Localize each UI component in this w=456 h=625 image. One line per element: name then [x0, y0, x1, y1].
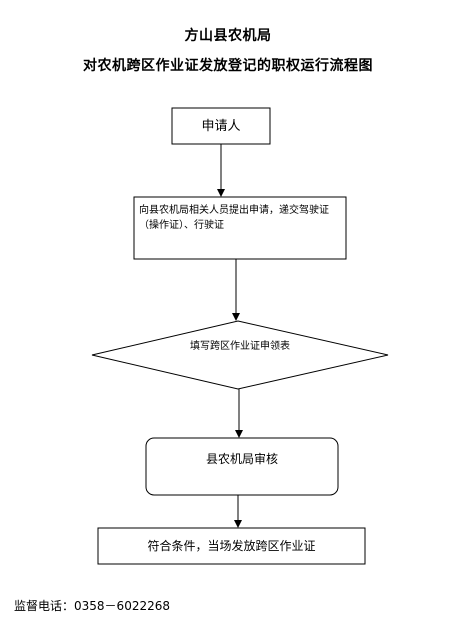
- applicant-box: [171, 107, 271, 145]
- review-label: 县农机局审核: [205, 452, 278, 466]
- submit-label: 向县农机局相关人员提出申请，递交驾驶证（操作证）、行驶证: [139, 205, 329, 231]
- review-box: [145, 437, 339, 496]
- issue-box: [97, 527, 366, 565]
- applicant-label: 申请人: [201, 119, 241, 134]
- page-title: 对农机跨区作业证发放登记的职权运行流程图: [83, 58, 373, 74]
- fill-form-label: 填写跨区作业证申领表: [190, 341, 290, 352]
- fill-form-diamond: [91, 320, 389, 390]
- supervision-phone: 监督电话：0358－6022268: [14, 598, 170, 614]
- phone-number: 0358－6022268: [74, 599, 170, 613]
- submit-box: [133, 196, 347, 260]
- issue-label: 符合条件，当场发放跨区作业证: [147, 539, 316, 553]
- phone-label: 监督电话：: [14, 599, 75, 613]
- org-title: 方山县农机局: [184, 28, 272, 44]
